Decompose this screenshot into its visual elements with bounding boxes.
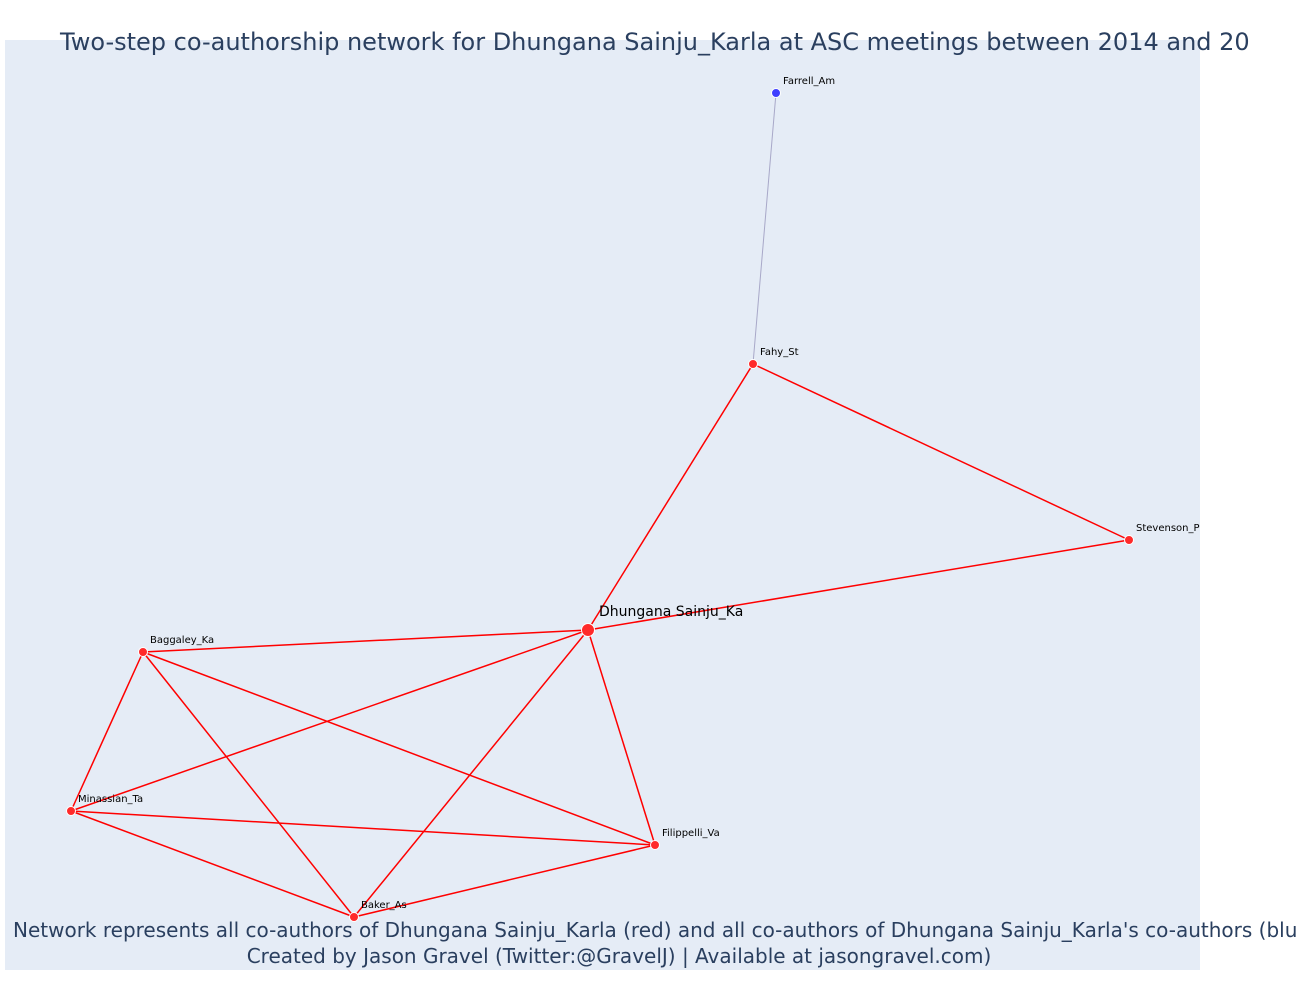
labels-layer: Dhungana Sainju_Ka Fahy_St Farrell_AmSteve… bbox=[78, 76, 1200, 911]
edge-minassian-filippelli bbox=[70, 810, 656, 846]
edge-minassian-baker bbox=[70, 810, 355, 918]
node-label-baker: Baker_As bbox=[361, 900, 407, 911]
node-fahy[interactable] bbox=[748, 359, 758, 369]
edge-dhungana-baker bbox=[353, 629, 589, 918]
node-filippelli[interactable] bbox=[650, 840, 660, 850]
node-dhungana[interactable] bbox=[581, 623, 595, 637]
edges-layer bbox=[70, 92, 1130, 918]
node-label-baggaley: Baggaley_Ka bbox=[150, 635, 214, 646]
node-farrell[interactable] bbox=[771, 88, 781, 98]
network-graph: Dhungana Sainju_Ka Fahy_St Farrell_AmSteve… bbox=[66, 76, 1200, 922]
node-minassian[interactable] bbox=[66, 806, 76, 816]
node-label-farrell: Farrell_Am bbox=[783, 76, 835, 87]
node-baker[interactable] bbox=[349, 912, 359, 922]
node-label-minassian: Minassian_Ta bbox=[78, 794, 143, 805]
edge-farrell-fahy bbox=[752, 92, 777, 365]
edge-dhungana-baggaley bbox=[142, 629, 589, 653]
nodes-layer bbox=[66, 88, 1134, 922]
edge-dhungana-minassian bbox=[70, 629, 589, 812]
edge-baggaley-baker bbox=[142, 651, 355, 918]
node-baggaley[interactable] bbox=[138, 647, 148, 657]
node-label-fahy: Fahy_St bbox=[760, 347, 799, 358]
node-label-dhungana: Dhungana Sainju_Ka bbox=[599, 604, 743, 620]
edge-dhungana-stevenson bbox=[587, 539, 1130, 631]
edge-dhungana-filippelli bbox=[587, 629, 656, 846]
edge-baker-filippelli bbox=[353, 844, 656, 918]
edge-fahy-dhungana bbox=[587, 363, 754, 631]
edge-fahy-stevenson bbox=[752, 363, 1130, 541]
node-label-filippelli: Filippelli_Va bbox=[662, 828, 720, 839]
edge-baggaley-minassian bbox=[70, 651, 144, 812]
caption-description: Network represents all co-authors of Dhu… bbox=[13, 918, 1297, 942]
caption-credit: Created by Jason Gravel (Twitter:@Gravel… bbox=[246, 944, 992, 968]
node-stevenson[interactable] bbox=[1124, 535, 1134, 545]
plot-area bbox=[5, 40, 1200, 970]
figure-title: Two-step co-authorship network for Dhung… bbox=[60, 28, 1250, 56]
edge-baggaley-filippelli bbox=[142, 651, 656, 846]
node-label-stevenson: Stevenson_P bbox=[1136, 523, 1200, 534]
